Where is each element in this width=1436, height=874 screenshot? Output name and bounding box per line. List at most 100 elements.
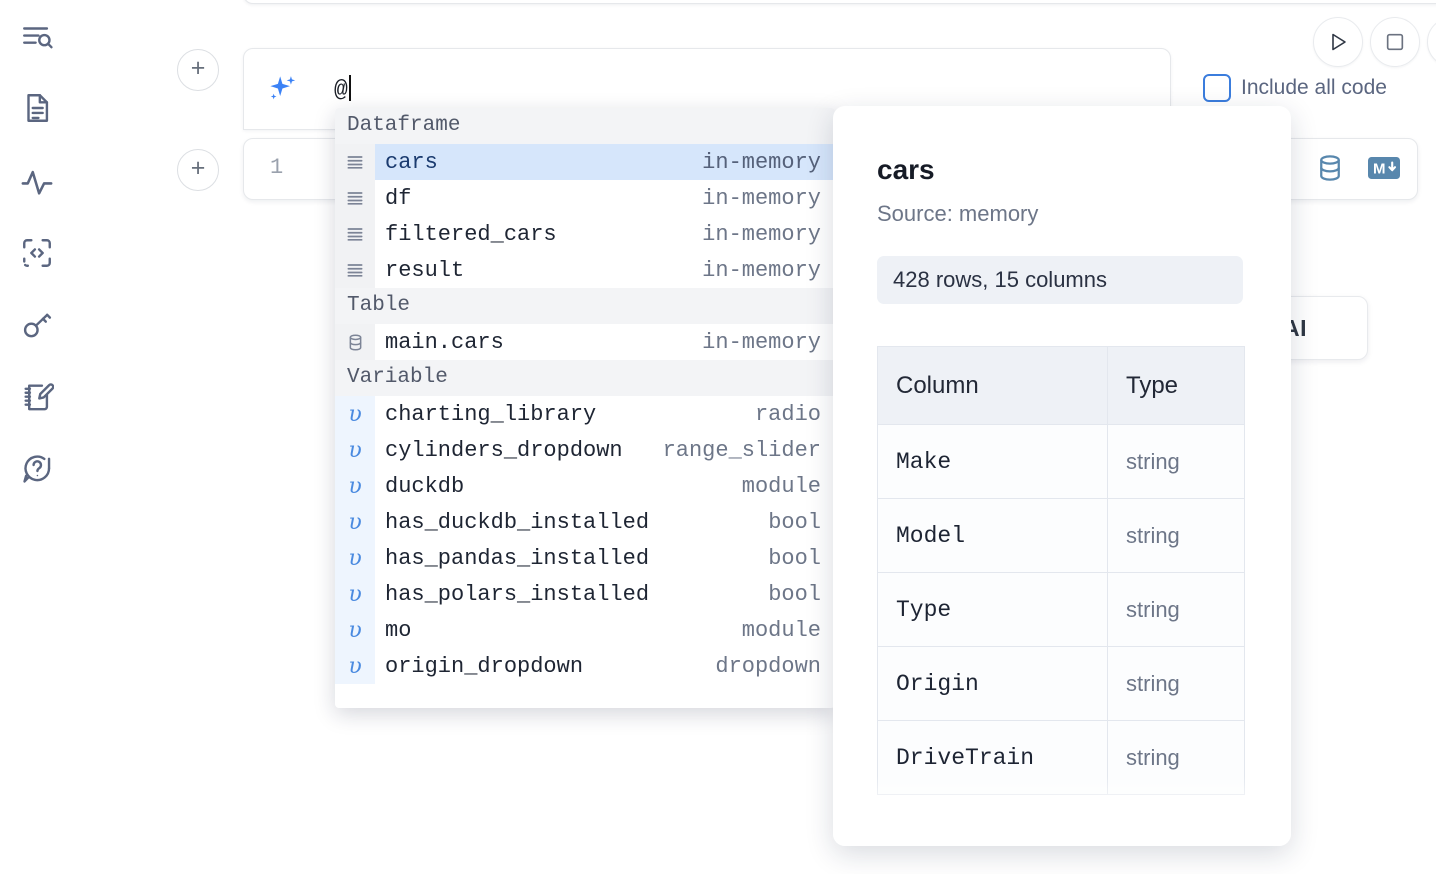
activity-icon[interactable]: [17, 162, 57, 202]
autocomplete-item-label: has_polars_installed: [385, 581, 650, 607]
column-name-cell: Type: [877, 572, 1108, 647]
ai-prompt-value: @: [334, 77, 348, 103]
column-type-cell: string: [1107, 720, 1245, 795]
column-name-cell: DriveTrain: [877, 720, 1108, 795]
variable-icon: υ: [335, 396, 375, 432]
database-icon[interactable]: [1315, 153, 1345, 183]
autocomplete-item-label: cars: [385, 149, 438, 175]
include-all-code-label: Include all code: [1241, 76, 1387, 99]
ai-prompt-input[interactable]: @: [334, 75, 351, 103]
scratchpad-edit-icon[interactable]: [17, 377, 57, 417]
text-cursor: [348, 75, 351, 101]
autocomplete-item-meta: in-memory: [702, 185, 821, 211]
include-all-code-row[interactable]: Include all code: [1203, 74, 1387, 102]
preview-source: Source: memory: [877, 201, 1039, 226]
run-button[interactable]: [1313, 17, 1363, 67]
autocomplete-item-meta: bool: [768, 545, 821, 571]
line-number: 1: [270, 155, 284, 180]
variable-icon: υ: [335, 504, 375, 540]
outline-search-icon[interactable]: [17, 17, 57, 57]
help-icon[interactable]: [17, 449, 57, 489]
preview-title: cars: [877, 154, 935, 185]
autocomplete-group-header: Dataframe: [335, 108, 835, 144]
autocomplete-item-label: filtered_cars: [385, 221, 557, 247]
plus-icon: +: [190, 54, 206, 82]
autocomplete-item-meta: in-memory: [702, 329, 821, 355]
stop-button[interactable]: [1370, 17, 1420, 67]
autocomplete-item-meta: in-memory: [702, 221, 821, 247]
autocomplete-item-label: main.cars: [385, 329, 504, 355]
dataframe-icon: [335, 180, 375, 216]
autocomplete-group-header: Table: [335, 288, 835, 324]
add-cell-button-bottom[interactable]: +: [177, 149, 219, 191]
autocomplete-item-label: result: [385, 257, 465, 283]
autocomplete-item[interactable]: υ has_pandas_installed bool: [335, 540, 835, 576]
include-all-code-checkbox[interactable]: [1203, 74, 1231, 102]
column-type-cell: string: [1107, 572, 1245, 647]
autocomplete-item-label: origin_dropdown: [385, 653, 584, 679]
autocomplete-item-meta: dropdown: [715, 653, 821, 679]
left-sidebar: [0, 0, 72, 874]
column-name-cell: Make: [877, 424, 1108, 499]
column-type-cell: string: [1107, 498, 1245, 573]
autocomplete-item[interactable]: main.cars in-memory: [335, 324, 835, 360]
dataframe-icon: [335, 216, 375, 252]
preview-shape-badge: 428 rows, 15 columns: [877, 256, 1243, 304]
autocomplete-item-meta: range_slider: [662, 437, 821, 463]
svg-text:M: M: [1373, 161, 1386, 178]
autocomplete-item-label: has_duckdb_installed: [385, 509, 650, 535]
variable-icon: υ: [335, 612, 375, 648]
cell-icon-group: M: [1315, 153, 1401, 183]
autocomplete-item-label: charting_library: [385, 401, 597, 427]
plus-icon: +: [190, 154, 206, 182]
dataframe-icon: [335, 252, 375, 288]
autocomplete-item-meta: radio: [754, 401, 821, 427]
autocomplete-item-label: mo: [385, 617, 412, 643]
table-column-header: Column: [877, 346, 1108, 425]
secrets-key-icon[interactable]: [17, 305, 57, 345]
snippets-code-icon[interactable]: [17, 233, 57, 273]
column-type-cell: string: [1107, 424, 1245, 499]
column-name-cell: Model: [877, 498, 1108, 573]
table-icon: [335, 324, 375, 360]
autocomplete-item-label: cylinders_dropdown: [385, 437, 623, 463]
autocomplete-item-label: duckdb: [385, 473, 465, 499]
file-explorer-icon[interactable]: [17, 88, 57, 128]
autocomplete-item[interactable]: υ has_duckdb_installed bool: [335, 504, 835, 540]
autocomplete-item-meta: module: [741, 473, 821, 499]
variable-icon: υ: [335, 468, 375, 504]
variable-icon: υ: [335, 648, 375, 684]
autocomplete-item[interactable]: υ cylinders_dropdown range_slider: [335, 432, 835, 468]
add-cell-button-top[interactable]: +: [177, 49, 219, 91]
autocomplete-item-meta: in-memory: [702, 257, 821, 283]
overflow-button[interactable]: [1427, 17, 1436, 67]
column-type-cell: string: [1107, 646, 1245, 721]
dataframe-icon: [335, 144, 375, 180]
autocomplete-item[interactable]: filtered_cars in-memory: [335, 216, 835, 252]
variable-icon: υ: [335, 576, 375, 612]
autocomplete-item-meta: bool: [768, 509, 821, 535]
autocomplete-item[interactable]: result in-memory: [335, 252, 835, 288]
autocomplete-item[interactable]: υ charting_library radio: [335, 396, 835, 432]
cell-above-partial: [243, 0, 1436, 4]
markdown-icon[interactable]: M: [1367, 155, 1401, 181]
autocomplete-item-label: has_pandas_installed: [385, 545, 650, 571]
autocomplete-item[interactable]: υ origin_dropdown dropdown: [335, 648, 835, 684]
variable-icon: υ: [335, 432, 375, 468]
variable-icon: υ: [335, 540, 375, 576]
table-column-header: Type: [1107, 346, 1245, 425]
